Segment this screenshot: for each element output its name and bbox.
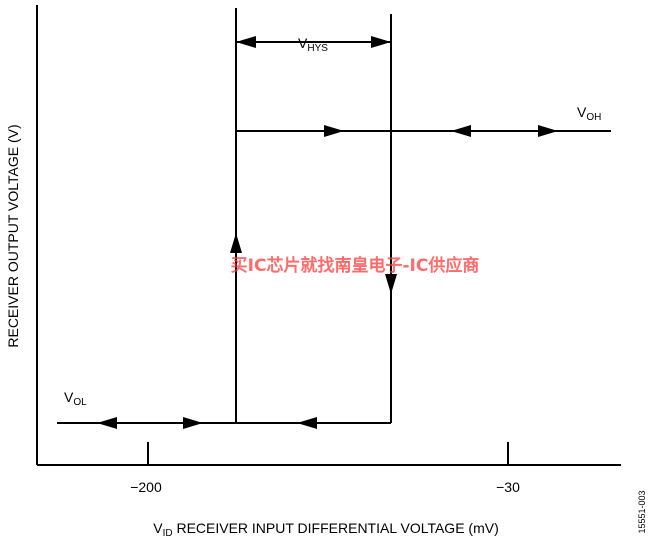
axes xyxy=(36,5,621,466)
vhys-label: VHYS xyxy=(298,35,328,54)
arrow-right-high-1 xyxy=(324,125,344,137)
arrow-right-high-2 xyxy=(538,125,558,137)
arrow-left-high xyxy=(451,125,471,137)
arrow-left-low-2 xyxy=(297,417,317,429)
arrow-right-low xyxy=(183,417,203,429)
arrow-down-falling xyxy=(385,274,397,294)
watermark: 买IC芯片就找南皇电子-IC供应商 xyxy=(231,255,480,276)
arrow-up-rising xyxy=(230,233,242,253)
arrow-hys-right xyxy=(371,36,391,48)
vol-label: VOL xyxy=(64,389,87,408)
y-axis-label: RECEIVER OUTPUT VOLTAGE (V) xyxy=(5,124,21,347)
tick-marks xyxy=(147,442,509,465)
tick-label-minus30: −30 xyxy=(496,479,520,495)
figure-id: 15551-003 xyxy=(637,490,647,533)
transfer-curve xyxy=(57,8,611,424)
arrow-hys-left xyxy=(236,36,256,48)
arrow-left-low-1 xyxy=(97,417,117,429)
tick-label-minus200: −200 xyxy=(130,479,162,495)
arrowheads xyxy=(97,36,558,429)
voh-label: VOH xyxy=(577,104,601,123)
x-axis-label: VID RECEIVER INPUT DIFFERENTIAL VOLTAGE … xyxy=(153,520,499,539)
